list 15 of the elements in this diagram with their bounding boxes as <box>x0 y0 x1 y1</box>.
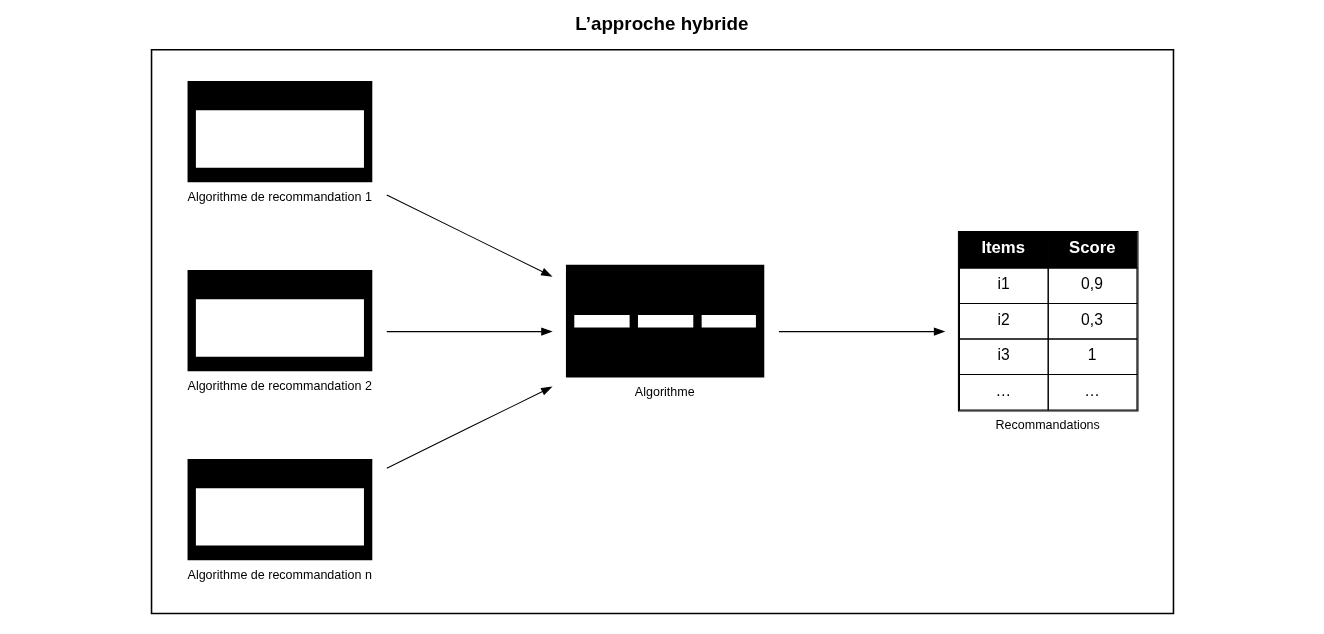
node-box <box>187 81 372 183</box>
node-box <box>187 270 372 372</box>
cluster <box>150 49 1174 615</box>
node-label: Algorithme <box>634 384 695 399</box>
arrow <box>777 327 945 336</box>
arrow <box>385 194 553 277</box>
node-label: Algorithme de recommandation 2 <box>187 378 372 393</box>
arrow <box>385 386 553 469</box>
node-label: Algorithme de recommandation n <box>187 567 372 582</box>
node-box <box>565 264 764 378</box>
node-box <box>187 458 372 561</box>
node-label: Algorithme de recommandation 1 <box>187 189 372 204</box>
node-label: Recommandations <box>994 418 1100 433</box>
arrow <box>385 327 553 336</box>
diagram-title: L’approche hybride <box>574 13 748 35</box>
